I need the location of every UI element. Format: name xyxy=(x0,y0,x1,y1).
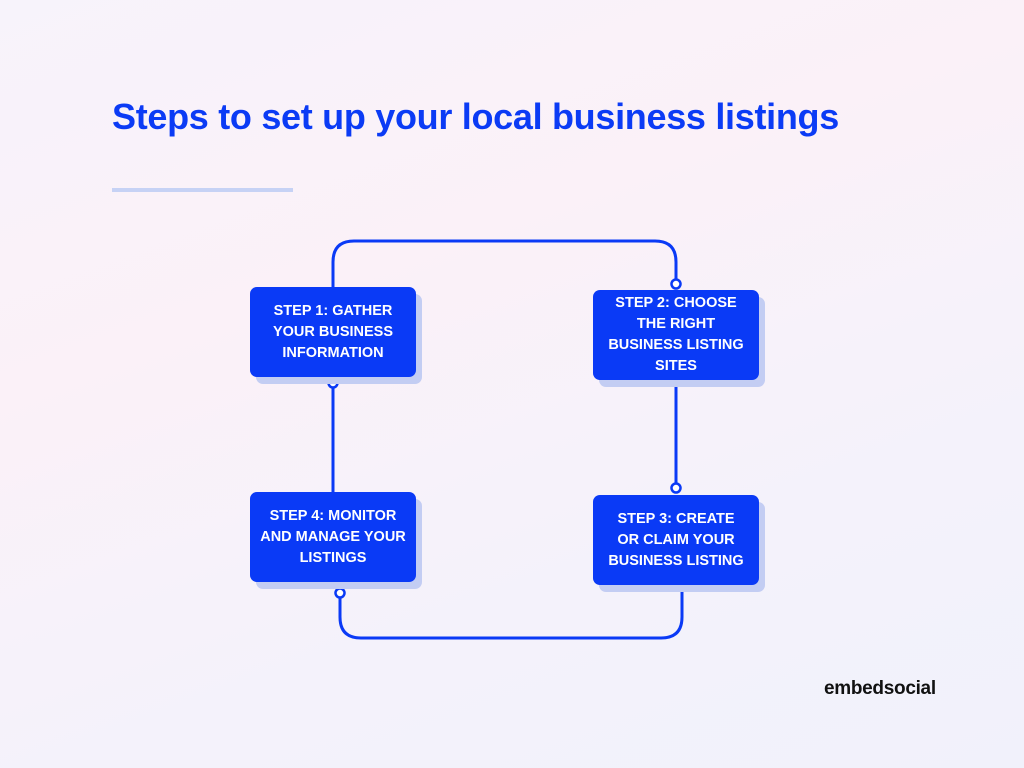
page-title: Steps to set up your local business list… xyxy=(112,96,839,137)
step-label: STEP 2: CHOOSE THE RIGHT BUSINESS LISTIN… xyxy=(608,295,744,374)
step-1-box: STEP 1: GATHER YOUR BUSINESS INFORMATION xyxy=(250,287,416,377)
step-label: STEP 1: GATHER YOUR BUSINESS INFORMATION xyxy=(272,302,394,361)
title-underline xyxy=(112,188,293,192)
step-2-box: STEP 2: CHOOSE THE RIGHT BUSINESS LISTIN… xyxy=(593,290,759,380)
step-3-box: STEP 3: CREATE OR CLAIM YOUR BUSINESS LI… xyxy=(593,495,759,585)
connector-3-to-4 xyxy=(338,588,684,640)
connector-node xyxy=(334,587,346,599)
connector-node xyxy=(327,377,339,389)
embedsocial-logo: embedsocial xyxy=(824,678,936,699)
step-label: STEP 3: CREATE OR CLAIM YOUR BUSINESS LI… xyxy=(608,510,744,569)
connector-1-to-2 xyxy=(331,239,678,290)
connector-node xyxy=(670,482,682,494)
step-4-box: STEP 4: MONITOR AND MANAGE YOUR LISTINGS xyxy=(250,492,416,582)
step-label: STEP 4: MONITOR AND MANAGE YOUR LISTINGS xyxy=(260,507,406,566)
connector-node xyxy=(670,278,682,290)
